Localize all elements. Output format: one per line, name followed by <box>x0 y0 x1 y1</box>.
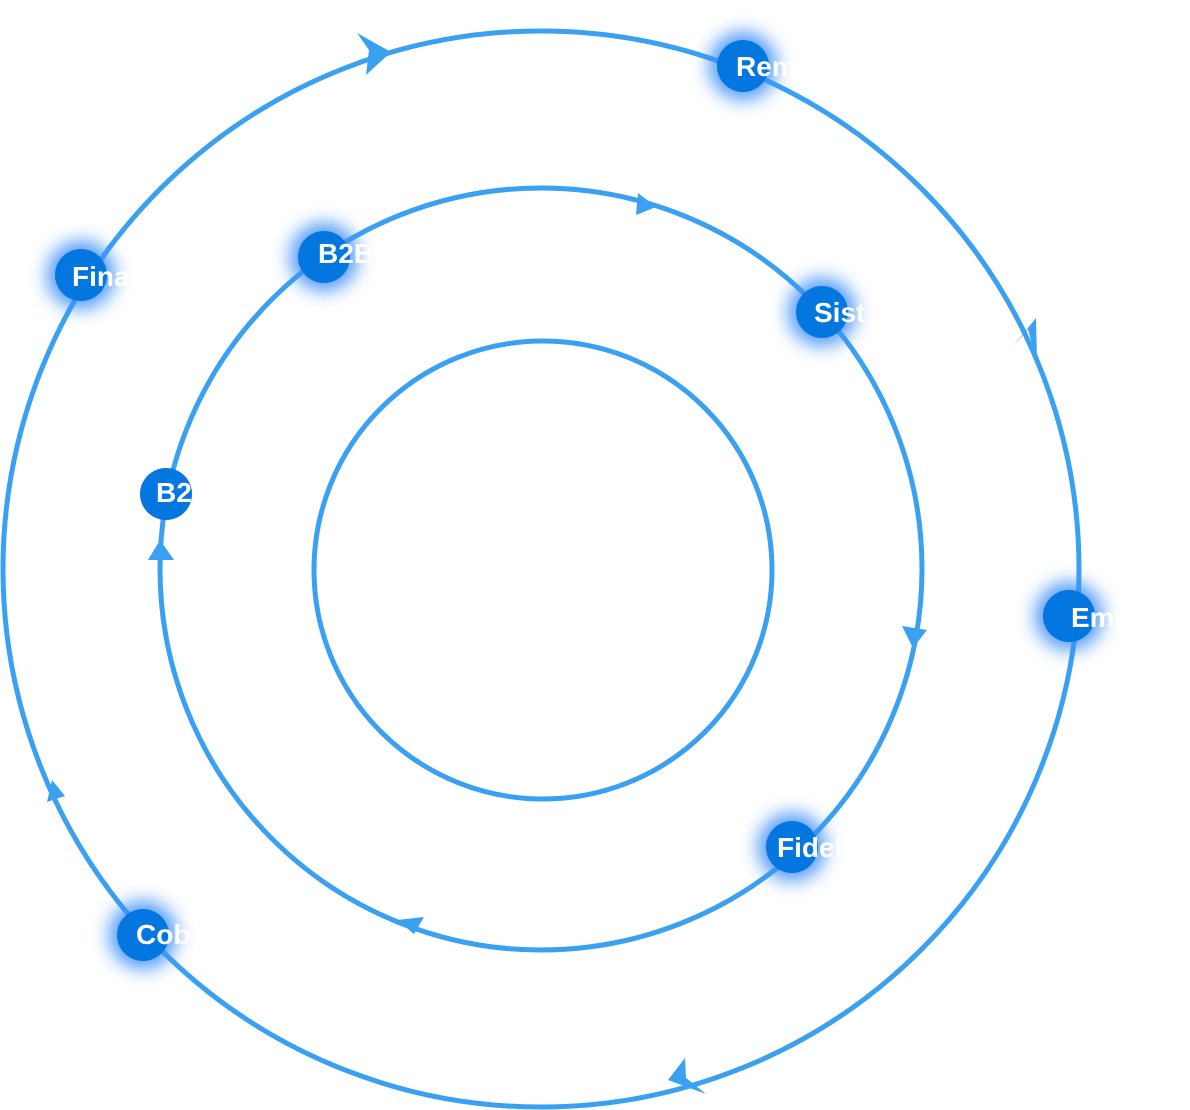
node-circle <box>717 40 769 92</box>
node-circle <box>1043 590 1095 642</box>
outer-orbit <box>0 28 1082 1110</box>
node-label: Fidel <box>777 832 842 863</box>
node-circle <box>117 909 169 961</box>
node-b2b[interactable]: B2B <box>290 223 374 291</box>
node-circle <box>55 249 107 301</box>
node-label: Fina <box>72 261 130 292</box>
node-sist[interactable]: Sist <box>788 278 865 346</box>
node-label: Sist <box>814 297 865 328</box>
node-circle <box>298 231 350 283</box>
outer-orbit-arrow <box>47 780 65 802</box>
node-emi[interactable]: Emi <box>1035 582 1122 650</box>
node-fina[interactable]: Fina <box>47 241 130 309</box>
inner-orbit <box>311 338 775 802</box>
outer-orbit-arrow <box>1013 318 1037 362</box>
orbit-direction-arrows <box>47 33 1037 1094</box>
outer-orbit-arrow <box>668 1058 706 1094</box>
middle-orbit-arrow <box>636 193 656 215</box>
node-label: Emi <box>1071 602 1122 633</box>
node-circle <box>140 468 192 520</box>
node-circle <box>796 286 848 338</box>
node-cob[interactable]: Cob <box>109 901 190 969</box>
node-label: B2B <box>318 238 374 269</box>
node-circle <box>766 821 818 873</box>
node-label: Rem <box>736 51 797 82</box>
outer-orbit-arrow <box>357 33 391 75</box>
node-fidel[interactable]: Fidel <box>758 813 842 881</box>
node-label: B2 <box>156 477 192 508</box>
node-b2[interactable]: B2 <box>132 460 200 528</box>
node-label: Cob <box>136 919 190 950</box>
node-rem[interactable]: Rem <box>709 32 797 100</box>
middle-orbit <box>157 185 925 953</box>
middle-orbit-arrow <box>148 540 174 560</box>
middle-orbit-arrow <box>902 626 927 648</box>
middle-orbit-arrow <box>397 917 424 934</box>
